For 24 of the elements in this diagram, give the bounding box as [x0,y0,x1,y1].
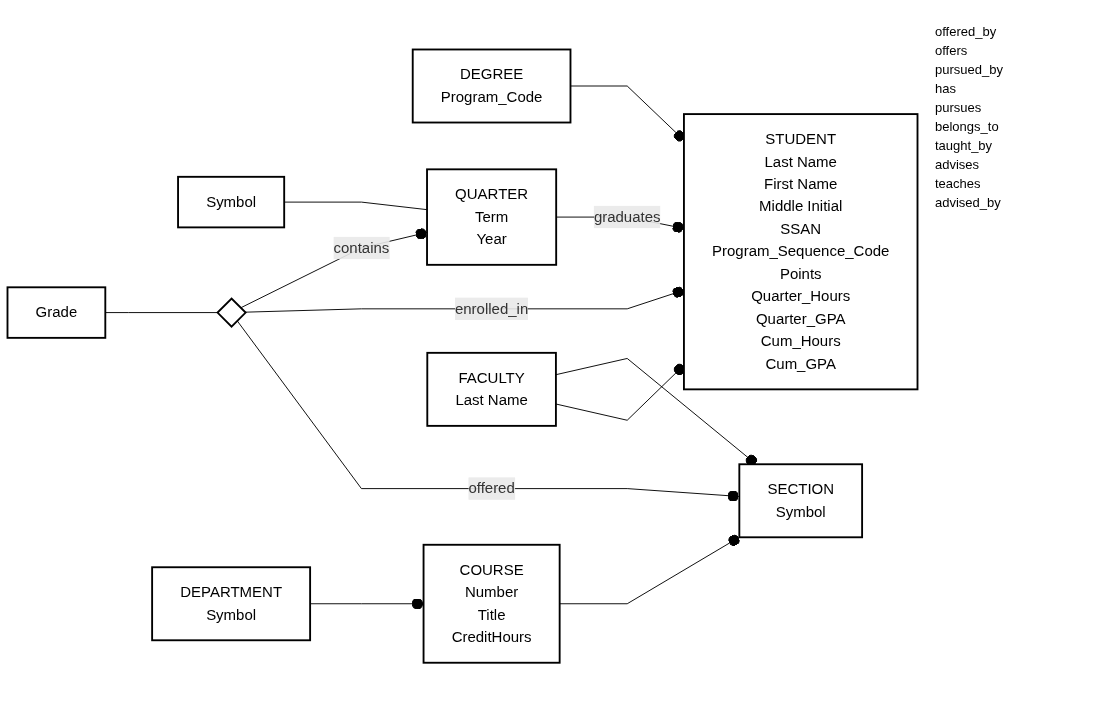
role-name-label: offered_by [935,24,998,39]
role-name-label: offers [935,43,969,58]
node-box: DEGREE Program_Code [411,48,572,124]
node-box: FACULTY Last Name [426,351,557,427]
edge-label: enrolled_in [454,300,529,317]
node-box: SECTION Symbol [738,463,864,539]
role-name-label: pursues [935,100,983,115]
role-name-label: teaches [935,176,982,191]
role-name-label: taught_by [935,138,994,153]
role-name-label: advised_by [935,195,1002,210]
node-box: DEPARTMENT Symbol [151,566,312,642]
role-name-label: pursued_by [935,62,1004,77]
node-box: QUARTER Term Year [426,168,558,266]
node-box: Symbol [177,175,286,229]
role-name-label: has [935,81,957,96]
edge-label: contains [333,239,390,256]
node-box: STUDENT Last Name First Name Middle Initial SSAN Program_Sequence_Code Points Quarter_Hours Quarter_GPA Cum_Hours Cum_GPA [683,113,919,391]
node-box: Grade [6,286,107,339]
node-box: COURSE Number Title CreditHours [422,543,561,664]
edge-label: graduates [593,208,661,225]
role-name-label: advises [935,157,981,172]
node-diamond [216,297,247,328]
role-name-label: belongs_to [935,119,1000,134]
edge-label: offered [468,480,515,496]
